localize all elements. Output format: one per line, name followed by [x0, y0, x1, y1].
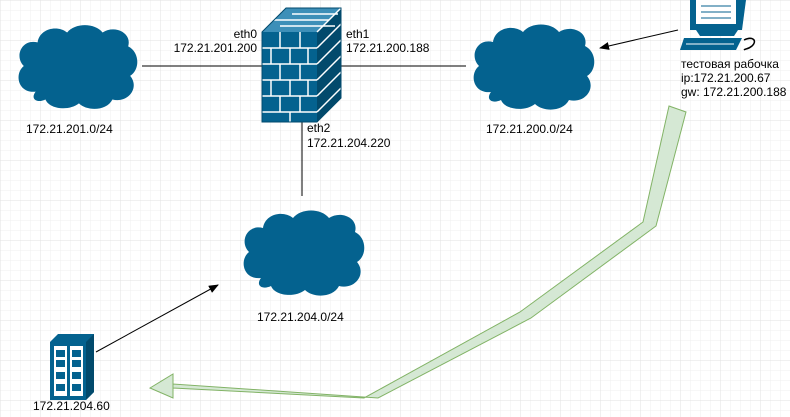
network-label-right: 172.21.200.0/24: [486, 122, 573, 136]
eth1-ip: 172.21.200.188: [346, 41, 430, 55]
network-label-left: 172.21.201.0/24: [26, 122, 113, 136]
eth0-label: eth0: [234, 27, 258, 41]
workstation-gw: gw: 172.21.200.188: [681, 85, 787, 99]
workstation-arrow: [599, 29, 679, 50]
eth2-label: eth2: [307, 121, 331, 135]
workstation-ip: ip:172.21.200.67: [681, 71, 771, 85]
server-arrow: [95, 284, 219, 353]
server-icon: [50, 334, 94, 400]
network-label-bottom: 172.21.204.0/24: [257, 310, 344, 324]
eth1-label: eth1: [346, 27, 370, 41]
firewall-icon: [261, 7, 342, 123]
server-ip-label: 172.21.204.60: [33, 399, 110, 413]
workstation-icon: [680, 0, 756, 51]
eth2-ip: 172.21.204.220: [307, 136, 391, 150]
traffic-path-arrow: [148, 105, 687, 399]
workstation-title: тестовая рабочка: [681, 57, 779, 71]
eth0-ip: 172.21.201.200: [174, 41, 258, 55]
